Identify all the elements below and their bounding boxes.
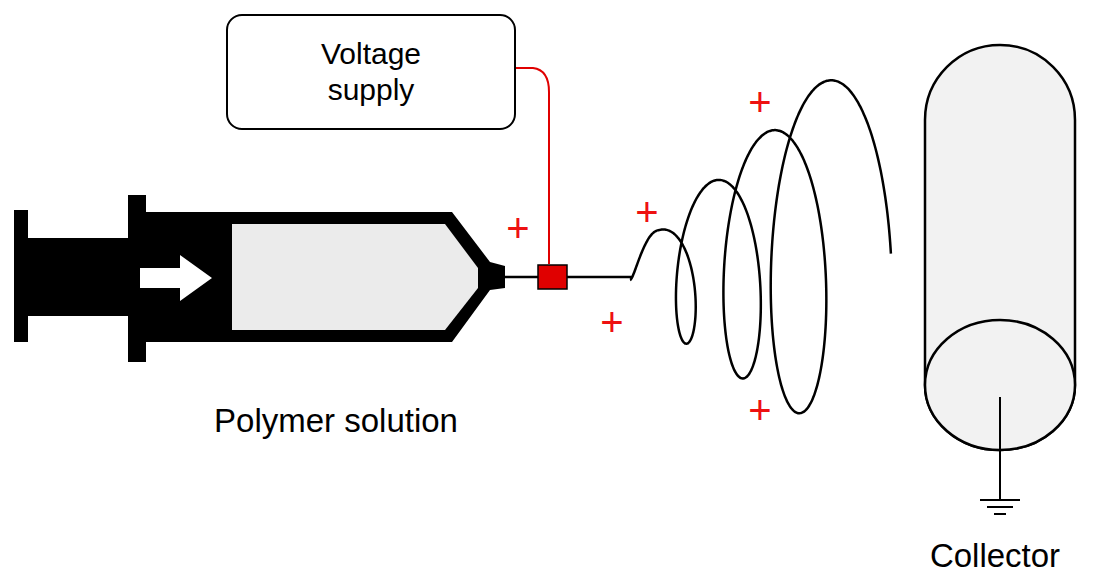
plunger-rod	[28, 238, 130, 316]
charge-sign: +	[635, 190, 658, 235]
ground-wire	[999, 397, 1001, 500]
needle	[505, 276, 632, 279]
charge-sign: +	[600, 300, 623, 345]
ground-symbol	[980, 499, 1020, 501]
voltage-supply-box: Voltage supply	[226, 14, 516, 130]
collector-drum	[925, 45, 1075, 450]
electrode-clip	[538, 265, 567, 289]
ground-symbol	[994, 513, 1006, 515]
part-label: Polymer solution	[214, 402, 458, 440]
charge-sign: +	[748, 80, 771, 125]
polymer-solution	[232, 224, 478, 330]
whipping-jet	[630, 80, 891, 413]
charge-sign: +	[506, 206, 529, 251]
plunger-flange	[14, 210, 28, 342]
box-label: Voltage supply	[306, 36, 436, 108]
part-label: Collector	[930, 537, 1060, 575]
charge-sign: +	[748, 388, 771, 433]
ground-symbol	[987, 506, 1013, 508]
push-arrow	[140, 255, 212, 301]
